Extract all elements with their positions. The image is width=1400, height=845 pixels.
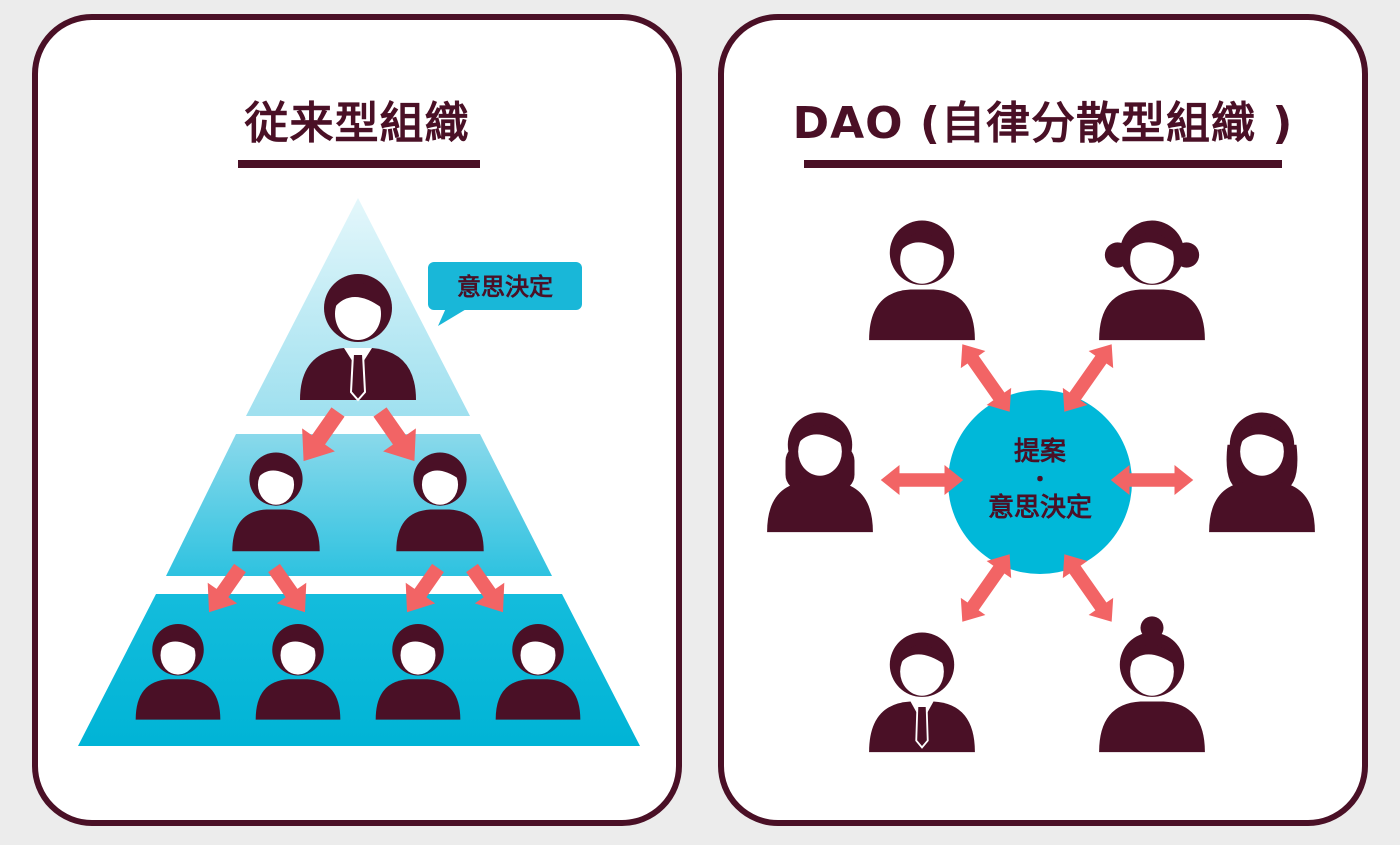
participant-person-icon <box>869 220 975 341</box>
hub-label-line2: ・ <box>1029 468 1051 493</box>
traditional-organization-title: 従来型組織 <box>244 98 470 149</box>
dao-title: DAO (自律分散型組織 ) <box>792 98 1294 149</box>
leader-person-icon <box>300 274 416 402</box>
participant-person-icon <box>1099 220 1205 341</box>
pyramid-tier-middle <box>166 434 552 576</box>
dao-hub: 提案 ・ 意思決定 <box>948 390 1132 574</box>
participant-person-icon <box>767 412 873 533</box>
decision-callout-label: 意思決定 <box>457 273 553 301</box>
decision-callout: 意思決定 <box>428 262 582 326</box>
hub-label-line3: 意思決定 <box>988 492 1092 523</box>
title-underline <box>238 160 480 168</box>
hub-label-line1: 提案 <box>1014 436 1067 467</box>
participant-person-icon <box>1209 412 1315 533</box>
title-underline <box>804 160 1282 168</box>
participant-person-icon <box>1099 616 1205 753</box>
participant-person-icon <box>869 632 975 753</box>
